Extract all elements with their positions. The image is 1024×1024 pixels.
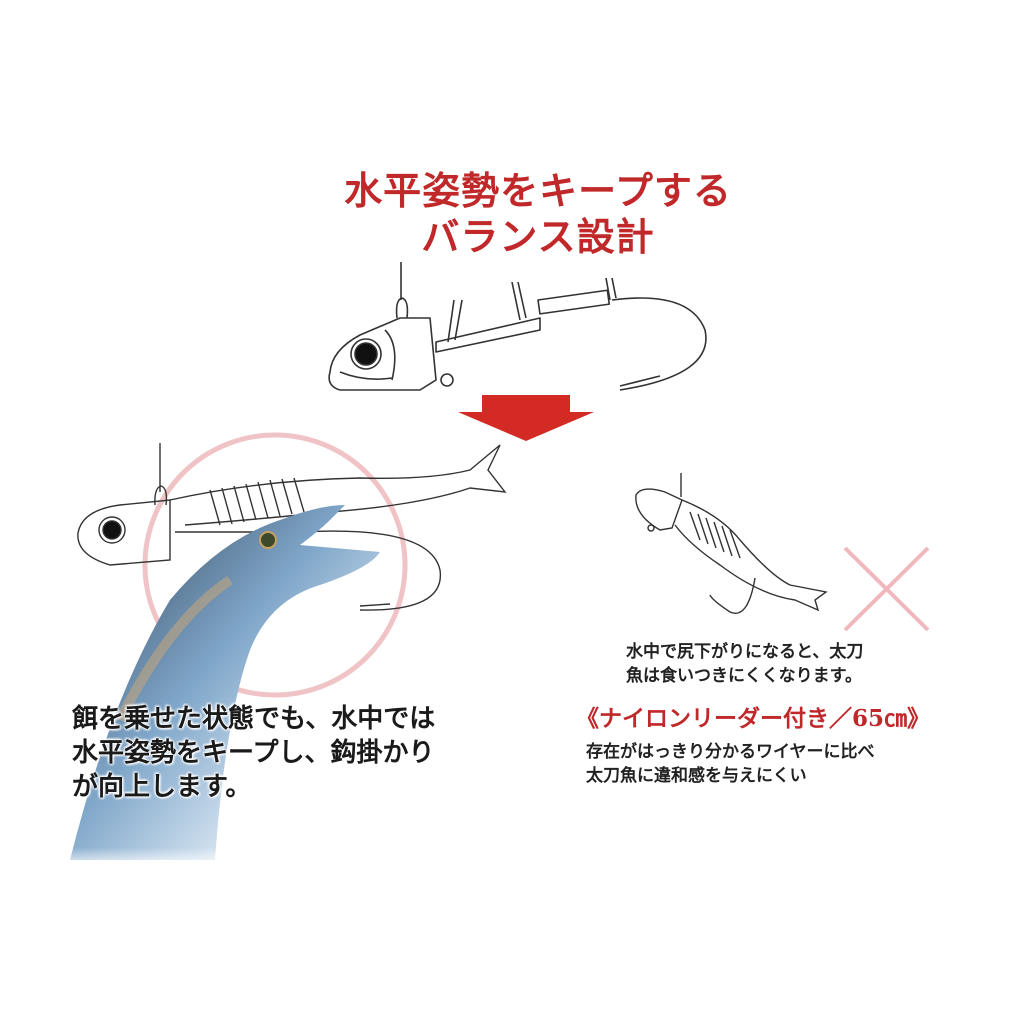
left-caption: 餌を乗せた状態でも、水中では 水平姿勢をキープし、鈎掛かり が向上します。 [72,702,522,804]
right-tail-down-jig-illustration [635,473,828,614]
right-caption-line-2: 魚は食いつきにくくなります。 [626,666,862,686]
cutlassfish-image [50,505,380,870]
cross-mark-icon [843,546,930,632]
left-caption-line-1: 餌を乗せた状態でも、水中では [72,704,436,734]
nylon-leader-heading: 《ナイロンリーダー付き／65㎝》 [576,705,931,732]
right-caption: 水中で尻下がりになると、太刀 魚は食いつきにくくなります。 [626,640,966,688]
highlight-circle [142,432,408,698]
headline-line-2: バランス設計 [421,214,655,259]
nylon-description-line-1: 存在がはっきり分かるワイヤーに比べ [586,742,875,762]
down-arrow-icon [458,395,594,441]
left-caption-line-3: が向上します。 [72,772,252,802]
nylon-description-line-2: 太刀魚に違和感を与えにくい [586,766,807,786]
left-baited-jig-illustration [77,443,507,611]
nylon-leader-description: 存在がはっきり分かるワイヤーに比べ 太刀魚に違和感を与えにくい [586,740,1006,788]
headline: 水平姿勢をキープする バランス設計 [0,168,1024,260]
top-jig-illustration [328,262,707,391]
right-caption-line-1: 水中で尻下がりになると、太刀 [626,642,864,662]
headline-line-1: 水平姿勢をキープする [344,168,732,213]
left-caption-line-2: 水平姿勢をキープし、鈎掛かり [72,738,435,768]
